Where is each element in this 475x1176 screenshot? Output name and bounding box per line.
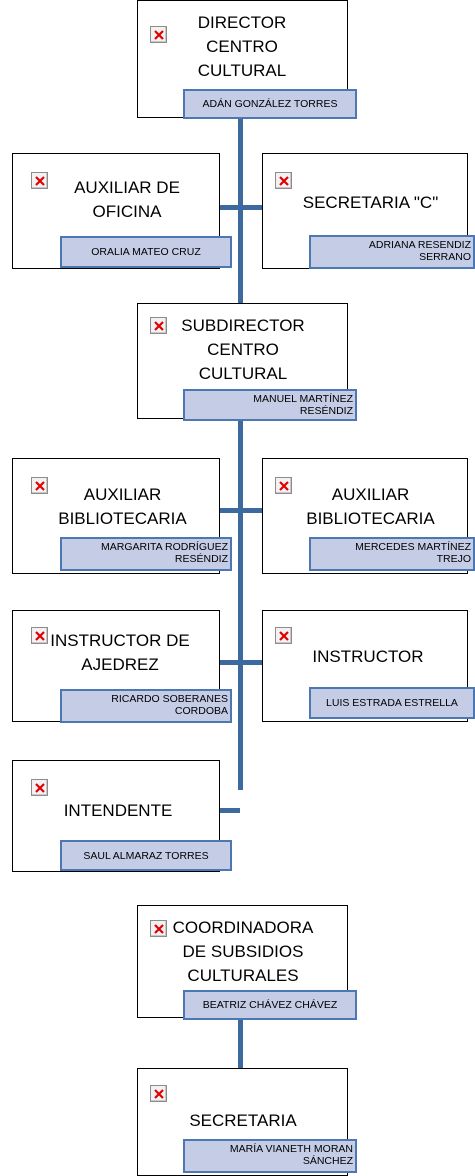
connector-branch-instructor (240, 660, 274, 665)
name-line: MARÍA VIANETH MORAN (229, 1143, 353, 1155)
org-node-title: AUXILIAR BIBLIOTECARIA (306, 485, 435, 528)
org-node-name: MARÍA VIANETH MORAN SÁNCHEZ (183, 1139, 357, 1173)
org-node-title: INSTRUCTOR (312, 647, 424, 666)
connector-branch-aux-biblio-left (208, 508, 240, 513)
name-line: TREJO (436, 553, 471, 565)
connector-branch-instructor-ajedrez (208, 660, 240, 665)
name-text: ADÁN GONZÁLEZ TORRES (202, 98, 338, 110)
broken-image-icon (150, 1085, 167, 1102)
name-line: RESÉNDIZ (299, 405, 353, 417)
broken-image-icon (31, 627, 48, 644)
name-line: MARGARITA RODRÍGUEZ (101, 541, 228, 553)
name-text: SAUL ALMARAZ TORRES (83, 849, 209, 862)
org-node-name: MERCEDES MARTÍNEZ TREJO (309, 537, 475, 571)
name-line: SÁNCHEZ (302, 1155, 353, 1167)
broken-image-icon (31, 779, 48, 796)
org-node-name: SAUL ALMARAZ TORRES (60, 840, 232, 871)
org-node-name: LUIS ESTRADA ESTRELLA (309, 687, 475, 719)
org-node-name: MANUEL MARTÍNEZ RESÉNDIZ (183, 389, 357, 421)
org-node-title: SECRETARIA "C" (302, 193, 439, 212)
org-node-name: ADÁN GONZÁLEZ TORRES (183, 89, 357, 119)
broken-image-icon (275, 627, 292, 644)
connector-branch-aux-oficina (208, 205, 240, 210)
broken-image-icon (31, 477, 48, 494)
name-line: RICARDO SOBERANES (111, 693, 228, 705)
org-node-name: MARGARITA RODRÍGUEZ RESÉNDIZ (60, 537, 232, 571)
lower-vertical-connector (238, 1018, 243, 1068)
connector-branch-secretaria-c (240, 205, 274, 210)
org-node-title: SUBDIRECTOR CENTRO CULTURAL (181, 316, 305, 383)
name-line: RESÉNDIZ (174, 553, 228, 565)
name-text: LUIS ESTRADA ESTRELLA (326, 697, 458, 709)
name-text: ORALIA MATEO CRUZ (91, 246, 201, 258)
org-node-title: AUXILIAR DE OFICINA (74, 178, 180, 221)
org-node-title: DIRECTOR CENTRO CULTURAL (197, 13, 287, 80)
broken-image-icon (150, 920, 167, 937)
org-node-title: SECRETARIA (189, 1111, 297, 1130)
broken-image-icon (275, 172, 292, 189)
org-node-title: AUXILIAR BIBLIOTECARIA (58, 485, 187, 528)
name-line: SERRANO (419, 251, 471, 263)
connector-branch-intendente (208, 808, 240, 813)
name-text: BEATRIZ CHÁVEZ CHÁVEZ (202, 999, 338, 1011)
org-node-title: COORDINADORA DE SUBSIDIOS CULTURALES (172, 918, 314, 985)
org-node-name: ADRIANA RESENDIZ SERRANO (309, 235, 475, 269)
org-node-title: INSTRUCTOR DE AJEDREZ (50, 631, 190, 674)
broken-image-icon (275, 477, 292, 494)
org-node-secretaria-c: SECRETARIA "C" (262, 153, 468, 269)
broken-image-icon (31, 172, 48, 189)
name-line: ADRIANA RESENDIZ (368, 239, 471, 251)
name-line: MERCEDES MARTÍNEZ (355, 541, 471, 553)
org-node-name: BEATRIZ CHÁVEZ CHÁVEZ (183, 990, 357, 1020)
org-node-title: INTENDENTE (63, 801, 173, 820)
org-node-name: RICARDO SOBERANES CORDOBA (60, 689, 232, 723)
name-line: MANUEL MARTÍNEZ (253, 393, 353, 405)
broken-image-icon (150, 317, 167, 334)
org-node-name: ORALIA MATEO CRUZ (60, 236, 232, 268)
main-vertical-connector (238, 118, 243, 790)
name-line: CORDOBA (174, 705, 228, 717)
broken-image-icon (150, 26, 167, 43)
connector-branch-aux-biblio-right (240, 508, 274, 513)
